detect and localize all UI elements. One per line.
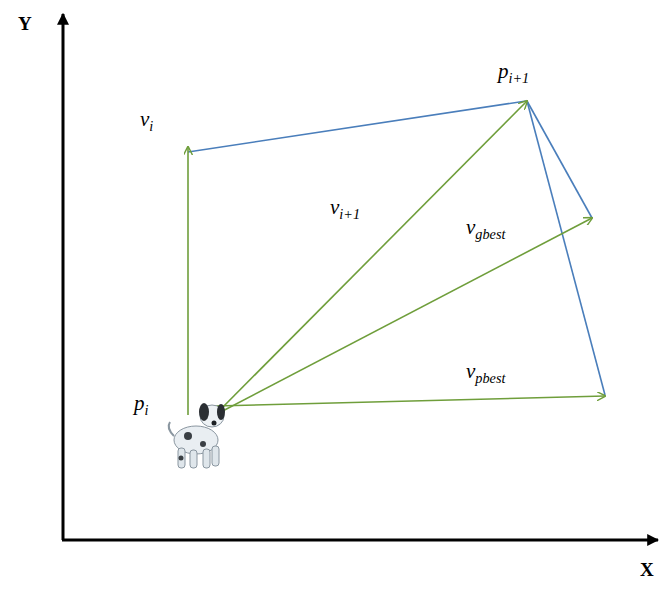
velocity-vector bbox=[187, 147, 189, 415]
vector-label: vgbest bbox=[466, 216, 505, 239]
vector-label: vi bbox=[140, 108, 153, 131]
symbol-base: p bbox=[498, 59, 509, 83]
vector-label: vpbest bbox=[466, 360, 505, 383]
point-label: pi+1 bbox=[498, 60, 529, 83]
new-velocity-vector bbox=[215, 101, 527, 415]
axis-label: X bbox=[640, 560, 654, 581]
vector-label: vi+1 bbox=[330, 196, 360, 219]
axis-label: Y bbox=[18, 14, 32, 35]
symbol-subscript: i bbox=[149, 118, 153, 134]
symbol-subscript: pbest bbox=[475, 370, 505, 386]
dog-icon bbox=[169, 403, 225, 468]
gbest-link-line bbox=[527, 101, 592, 218]
y-axis bbox=[62, 14, 65, 540]
pbest-link-line bbox=[527, 101, 605, 395]
pbest-vector bbox=[215, 396, 605, 406]
symbol-subscript: i+1 bbox=[509, 70, 530, 86]
velocity-sum-line bbox=[188, 101, 526, 152]
x-axis bbox=[62, 539, 658, 542]
symbol-base: v bbox=[466, 359, 475, 383]
point-label: pi bbox=[134, 392, 148, 415]
symbol-base: p bbox=[134, 391, 145, 415]
symbol-base: v bbox=[466, 215, 475, 239]
gbest-vector bbox=[215, 218, 592, 415]
symbol-subscript: i bbox=[145, 402, 149, 418]
symbol-base: v bbox=[140, 107, 149, 131]
symbol-subscript: gbest bbox=[475, 226, 505, 242]
symbol-base: v bbox=[330, 195, 339, 219]
symbol-subscript: i+1 bbox=[339, 206, 360, 222]
